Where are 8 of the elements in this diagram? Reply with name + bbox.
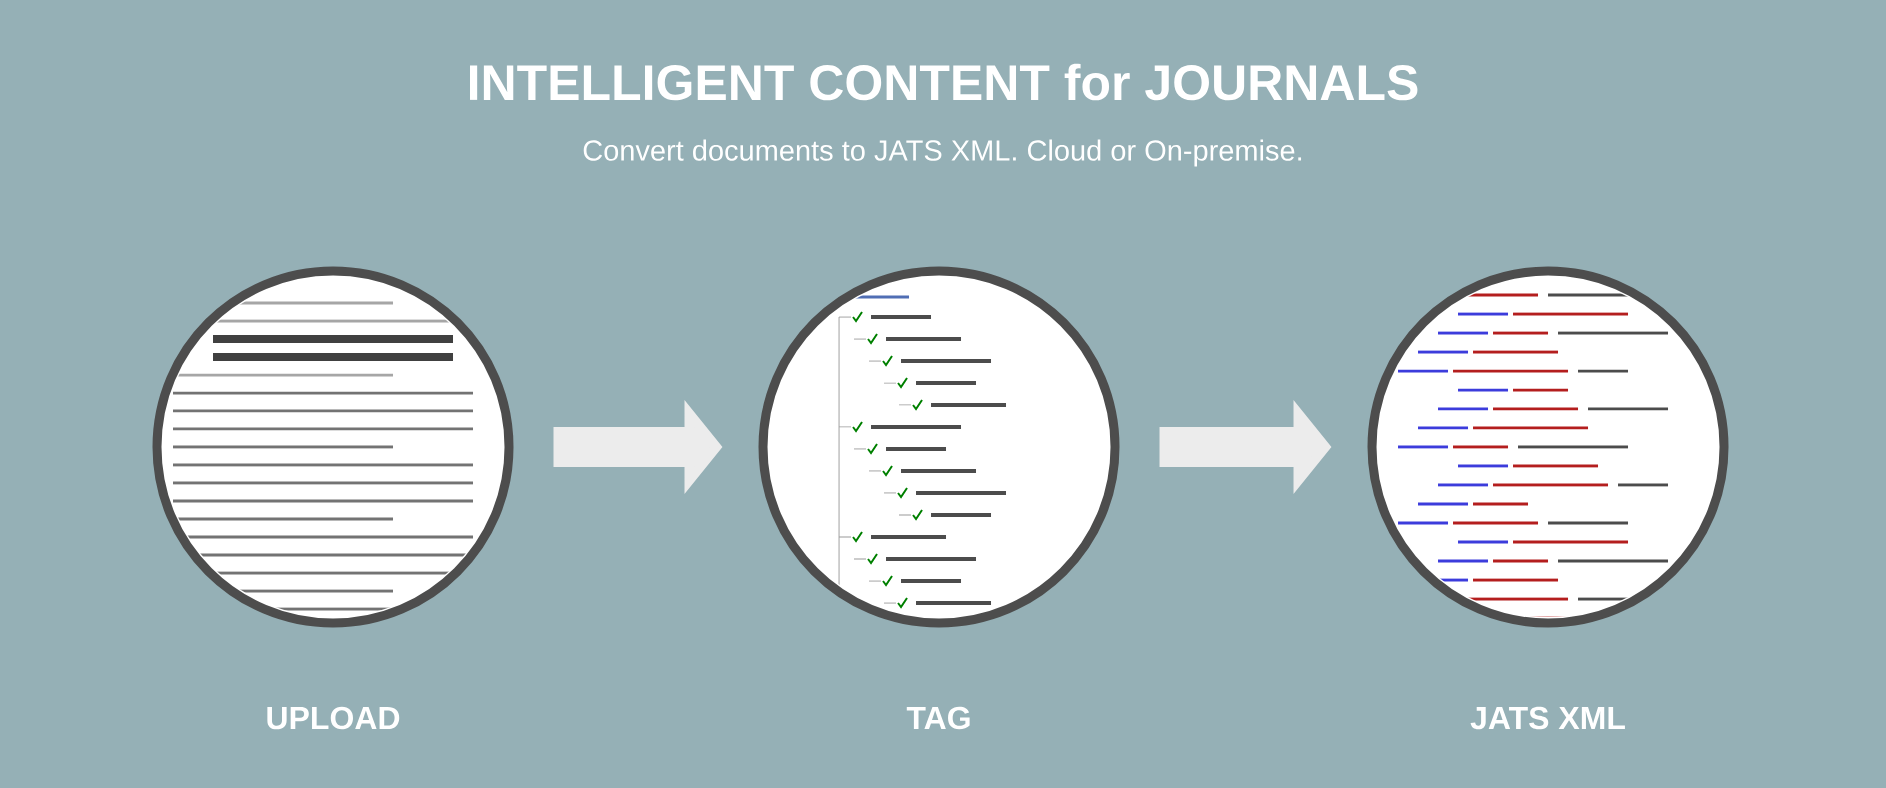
screenshot-circle [758, 266, 1120, 628]
subtitle: Convert documents to JATS XML. Cloud or On-premise. [583, 139, 1302, 167]
screenshot-circle [152, 266, 514, 628]
step-label: JATS XML [1470, 706, 1625, 730]
step-label: UPLOAD [267, 706, 400, 730]
title: INTELLIGENT CONTENT for JOURNALS [469, 63, 1418, 101]
step-label: TAG [906, 706, 970, 730]
screenshot-circle [1367, 266, 1729, 628]
